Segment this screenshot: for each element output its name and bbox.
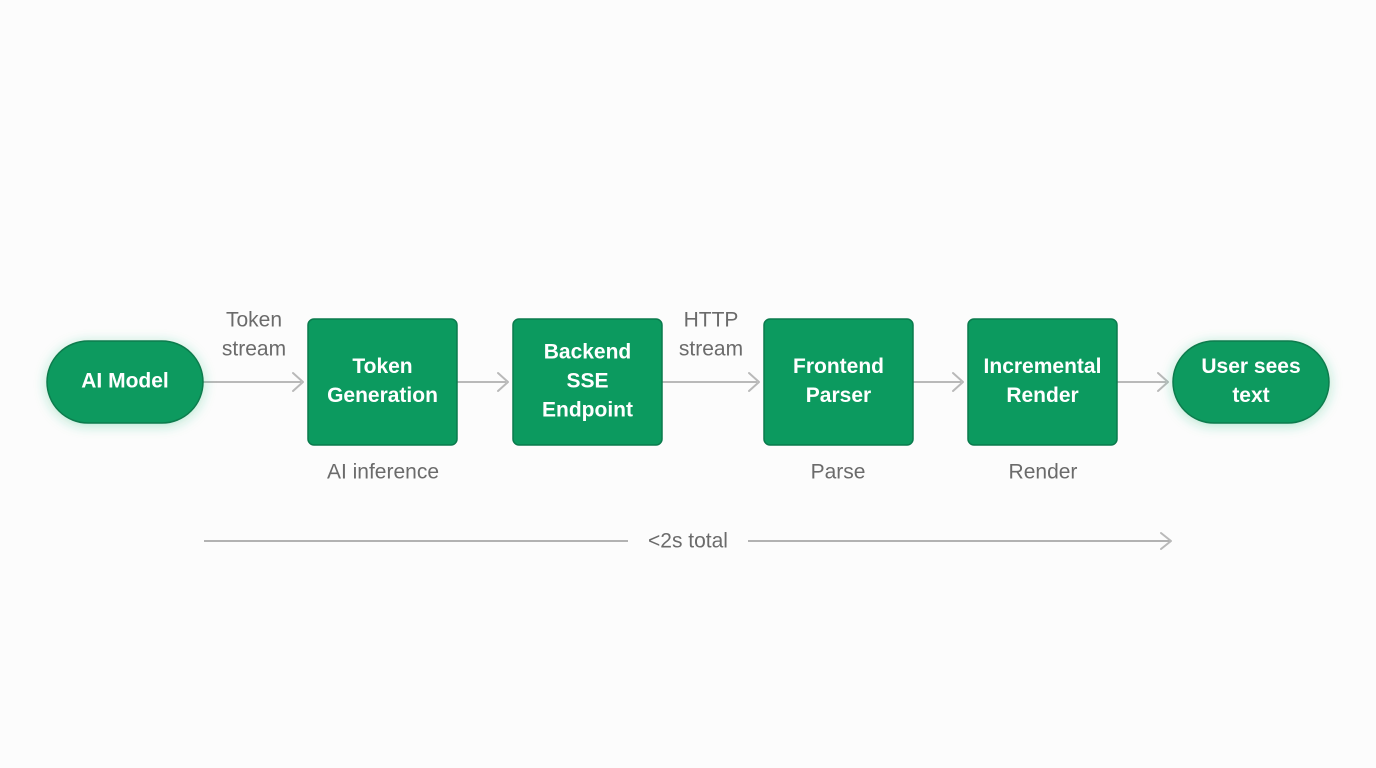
caption-incremental-render: Render (1009, 461, 1078, 484)
node-label: Token (352, 355, 412, 378)
timeline: <2s total (204, 530, 1172, 553)
arrow-ai-model-to-token-generation (203, 372, 304, 392)
node-label: Render (1006, 384, 1078, 407)
node-label: User sees (1201, 355, 1300, 378)
arrowhead (1157, 372, 1169, 392)
arrowhead (952, 372, 964, 392)
node-label: Generation (327, 384, 438, 407)
node-label: Frontend (793, 355, 884, 378)
caption-frontend-parser: Parse (811, 461, 866, 484)
arrowhead (497, 372, 509, 392)
edge-label: stream (222, 338, 286, 361)
labels-layer: Token stream HTTP stream AI inference Parse Re… (222, 309, 1078, 484)
edge-label: stream (679, 338, 743, 361)
node-label: SSE (566, 370, 608, 393)
pill-shape (1172, 340, 1330, 424)
node-label: Incremental (984, 355, 1102, 378)
edge-label: HTTP (684, 309, 739, 332)
node-label: Endpoint (542, 399, 633, 422)
timeline-label: <2s total (648, 530, 728, 553)
caption-token-generation: AI inference (327, 461, 439, 484)
timeline-arrowhead (1160, 532, 1172, 550)
arrow-token-generation-to-backend (457, 372, 509, 392)
node-label: Parser (806, 384, 871, 407)
box-shape (307, 318, 458, 446)
node-label: Backend (544, 341, 632, 364)
node-user-sees-text: User sees text (1172, 340, 1330, 424)
arrow-incremental-render-to-user (1117, 372, 1169, 392)
edge-label: Token (226, 309, 282, 332)
pill-shape (46, 340, 204, 424)
arrow-frontend-parser-to-incremental-render (913, 372, 964, 392)
node-label: AI Model (81, 370, 169, 393)
arrow-backend-to-frontend-parser (662, 372, 760, 392)
node-label: text (1232, 384, 1269, 407)
box-shape (763, 318, 914, 446)
box-shape (512, 318, 663, 446)
node-ai-model: AI Model (46, 340, 204, 424)
edges-layer (203, 372, 1169, 392)
arrowhead (748, 372, 760, 392)
arrowhead (292, 372, 304, 392)
box-shape (967, 318, 1118, 446)
